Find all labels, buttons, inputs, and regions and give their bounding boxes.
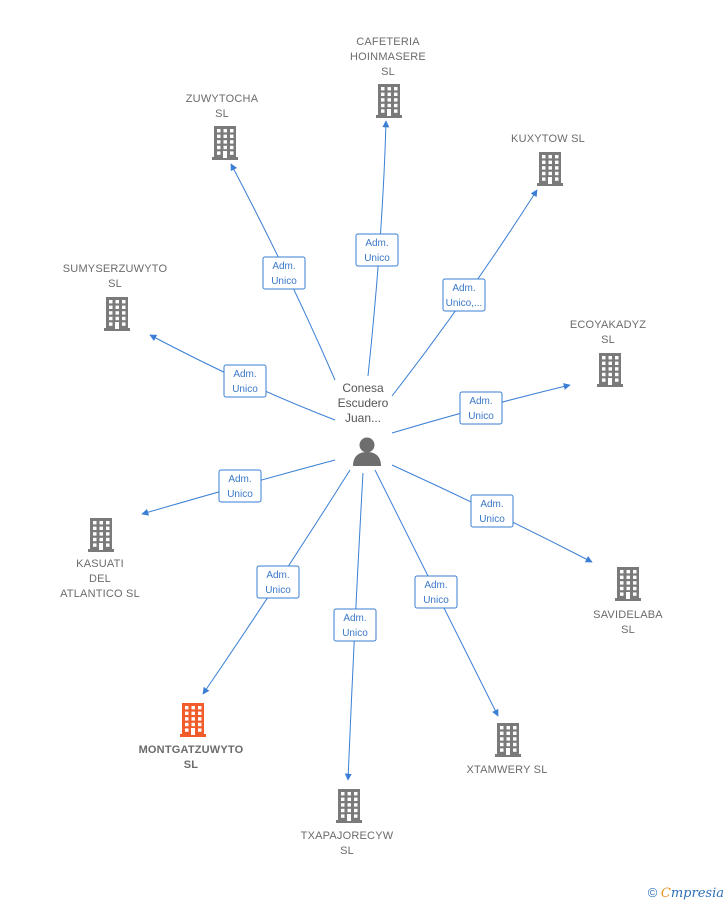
building-icon — [88, 518, 114, 552]
edge-label-box-cafeteria — [355, 233, 399, 267]
building-icon — [376, 84, 402, 118]
person-icon — [353, 437, 381, 466]
company-label-cafeteria-1: HOINMASERE — [350, 51, 426, 63]
company-label-sumyserzuwyto-0: SUMYSERZUWYTO — [63, 263, 168, 275]
building-icon — [104, 297, 130, 331]
edge-label-box-xtamwery — [414, 575, 458, 609]
edge-label-box-savidelaba — [470, 494, 514, 528]
edge-label-box-ecoyakadyz — [459, 391, 503, 425]
person-name-line-1: Conesa — [342, 381, 384, 395]
edge-label-box-kasuati — [218, 469, 262, 503]
edge-label-cafeteria[interactable]: Adm. Unico — [355, 233, 399, 267]
edge-label-text-ecoyakadyz-1: Unico — [468, 411, 494, 422]
company-label-kasuati-2: ATLANTICO SL — [60, 588, 140, 600]
building-icon — [336, 789, 362, 823]
edge-label-xtamwery[interactable]: Adm. Unico — [414, 575, 458, 609]
edge-label-text-zuwytocha-0: Adm. — [272, 261, 295, 272]
edge-label-box-kuxytow — [442, 278, 486, 312]
edge-label-text-montgatzuwyto-0: Adm. — [266, 570, 289, 581]
edge-label-ecoyakadyz[interactable]: Adm. Unico — [459, 391, 503, 425]
edge-label-savidelaba[interactable]: Adm. Unico — [470, 494, 514, 528]
edge-label-txapajorecyw[interactable]: Adm. Unico — [333, 608, 377, 642]
company-label-cafeteria-0: CAFETERIA — [356, 36, 420, 48]
company-label-kasuati-1: DEL — [89, 573, 111, 585]
edge-label-zuwytocha[interactable]: Adm. Unico — [262, 256, 306, 290]
company-node-montgatzuwyto[interactable]: MONTGATZUWYTO SL — [139, 703, 244, 771]
building-icon — [180, 703, 206, 737]
company-node-kuxytow[interactable]: KUXYTOW SL — [511, 133, 585, 186]
company-label-ecoyakadyz-1: SL — [601, 334, 615, 346]
company-label-kuxytow-0: KUXYTOW SL — [511, 133, 585, 145]
edge-label-text-cafeteria-0: Adm. — [365, 238, 388, 249]
edge-label-text-ecoyakadyz-0: Adm. — [469, 396, 492, 407]
company-node-cafeteria[interactable]: CAFETERIA HOINMASERE SL — [350, 36, 426, 118]
company-node-zuwytocha[interactable]: ZUWYTOCHA SL — [186, 93, 259, 160]
edge-label-text-kuxytow-1: Unico,... — [446, 298, 483, 309]
building-icon — [495, 723, 521, 757]
company-label-xtamwery-0: XTAMWERY SL — [466, 764, 547, 776]
company-node-savidelaba[interactable]: SAVIDELABA SL — [593, 567, 663, 636]
edge-label-box-txapajorecyw — [333, 608, 377, 642]
edge-label-text-cafeteria-1: Unico — [364, 253, 390, 264]
company-label-montgatzuwyto-0: MONTGATZUWYTO — [139, 744, 244, 756]
company-label-savidelaba-1: SL — [621, 624, 635, 636]
person-name-line-2: Escudero — [338, 396, 389, 410]
edge-label-text-sumyserzuwyto-0: Adm. — [233, 369, 256, 380]
brand-logo-initial: C — [660, 886, 671, 901]
edge-label-text-kasuati-0: Adm. — [228, 474, 251, 485]
building-icon — [537, 152, 563, 186]
brand-logo-text: mpresia — [670, 886, 724, 901]
company-label-savidelaba-0: SAVIDELABA — [593, 609, 663, 621]
person-name-line-3: Juan... — [345, 411, 381, 425]
edge-label-text-txapajorecyw-0: Adm. — [343, 613, 366, 624]
company-node-sumyserzuwyto[interactable]: SUMYSERZUWYTO SL — [63, 263, 168, 331]
building-icon — [597, 353, 623, 387]
edge-labels-layer: Adm.UnicoAdm.UnicoAdm.Unico,...Adm.Unico… — [218, 233, 514, 642]
edge-label-text-sumyserzuwyto-1: Unico — [232, 384, 258, 395]
building-icon — [615, 567, 641, 601]
company-node-kasuati[interactable]: KASUATI DEL ATLANTICO SL — [60, 518, 140, 600]
edge-label-sumyserzuwyto[interactable]: Adm. Unico — [223, 364, 267, 398]
footer-brand: © Cmpresia — [648, 885, 724, 901]
company-label-txapajorecyw-1: SL — [340, 845, 354, 857]
edge-label-kuxytow[interactable]: Adm. Unico,... — [442, 278, 486, 312]
edge-label-text-savidelaba-0: Adm. — [480, 499, 503, 510]
edge-label-text-txapajorecyw-1: Unico — [342, 628, 368, 639]
company-node-xtamwery[interactable]: XTAMWERY SL — [466, 723, 547, 776]
edge-label-text-savidelaba-1: Unico — [479, 514, 505, 525]
edge-label-text-kuxytow-0: Adm. — [452, 283, 475, 294]
nodes-layer: CAFETERIA HOINMASERE SL ZUWYTOCHA SL KUXYTOW … — [60, 36, 663, 857]
company-label-montgatzuwyto-1: SL — [184, 759, 199, 771]
copyright-icon: © — [647, 885, 658, 900]
company-node-ecoyakadyz[interactable]: ECOYAKADYZ SL — [570, 319, 646, 387]
edge-label-text-xtamwery-0: Adm. — [424, 580, 447, 591]
edge-label-kasuati[interactable]: Adm. Unico — [218, 469, 262, 503]
edge-label-text-montgatzuwyto-1: Unico — [265, 585, 291, 596]
company-label-zuwytocha-0: ZUWYTOCHA — [186, 93, 259, 105]
person-node[interactable]: Conesa Escudero Juan... — [338, 381, 389, 466]
company-label-kasuati-0: KASUATI — [76, 558, 124, 570]
building-icon — [212, 126, 238, 160]
company-label-zuwytocha-1: SL — [215, 108, 229, 120]
company-label-txapajorecyw-0: TXAPAJORECYW — [301, 830, 394, 842]
company-label-sumyserzuwyto-1: SL — [108, 278, 122, 290]
company-label-ecoyakadyz-0: ECOYAKADYZ — [570, 319, 646, 331]
edge-label-text-kasuati-1: Unico — [227, 489, 253, 500]
edge-label-box-zuwytocha — [262, 256, 306, 290]
edge-label-text-xtamwery-1: Unico — [423, 595, 449, 606]
edge-label-text-zuwytocha-1: Unico — [271, 276, 297, 287]
edge-label-montgatzuwyto[interactable]: Adm. Unico — [256, 565, 300, 599]
edge-label-box-montgatzuwyto — [256, 565, 300, 599]
edge-label-box-sumyserzuwyto — [223, 364, 267, 398]
company-label-cafeteria-2: SL — [381, 66, 395, 78]
company-node-txapajorecyw[interactable]: TXAPAJORECYW SL — [301, 789, 394, 857]
